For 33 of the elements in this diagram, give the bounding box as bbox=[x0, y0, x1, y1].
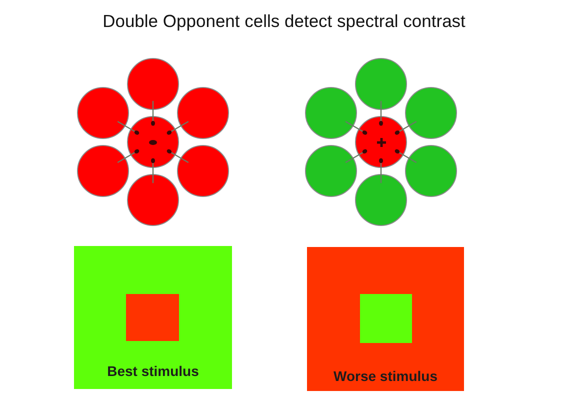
connector-line bbox=[379, 158, 383, 184]
surround-circle bbox=[77, 145, 129, 197]
connector-line bbox=[151, 100, 155, 126]
stimulus-square bbox=[307, 247, 464, 391]
center-square bbox=[360, 294, 412, 343]
surround-circle bbox=[127, 174, 179, 226]
connector-line bbox=[345, 149, 368, 164]
center-square bbox=[126, 294, 179, 341]
surround-circle bbox=[77, 87, 129, 139]
connector-line bbox=[394, 149, 417, 164]
center-circle bbox=[355, 116, 407, 168]
connector-line bbox=[394, 120, 417, 135]
connector-line bbox=[166, 120, 189, 135]
surround-circle bbox=[405, 87, 457, 139]
connector-line bbox=[117, 149, 140, 164]
stimulus-caption: Best stimulus bbox=[107, 363, 199, 379]
surround-circle bbox=[305, 87, 357, 139]
surround-circle bbox=[355, 174, 407, 226]
stimulus-caption: Worse stimulus bbox=[334, 368, 438, 384]
stimulus-square bbox=[74, 246, 232, 389]
connector-line bbox=[117, 120, 140, 135]
surround-circle bbox=[127, 58, 179, 110]
center-circle bbox=[127, 116, 179, 168]
surround-circle bbox=[405, 145, 457, 197]
connector-line bbox=[166, 149, 189, 164]
surround-circle bbox=[305, 145, 357, 197]
connector-line bbox=[151, 158, 155, 184]
surround-circle bbox=[355, 58, 407, 110]
surround-circle bbox=[177, 145, 229, 197]
connector-line bbox=[345, 120, 368, 135]
diagram-title: Double Opponent cells detect spectral contrast bbox=[102, 11, 466, 32]
connector-line bbox=[379, 100, 383, 126]
surround-circle bbox=[177, 87, 229, 139]
